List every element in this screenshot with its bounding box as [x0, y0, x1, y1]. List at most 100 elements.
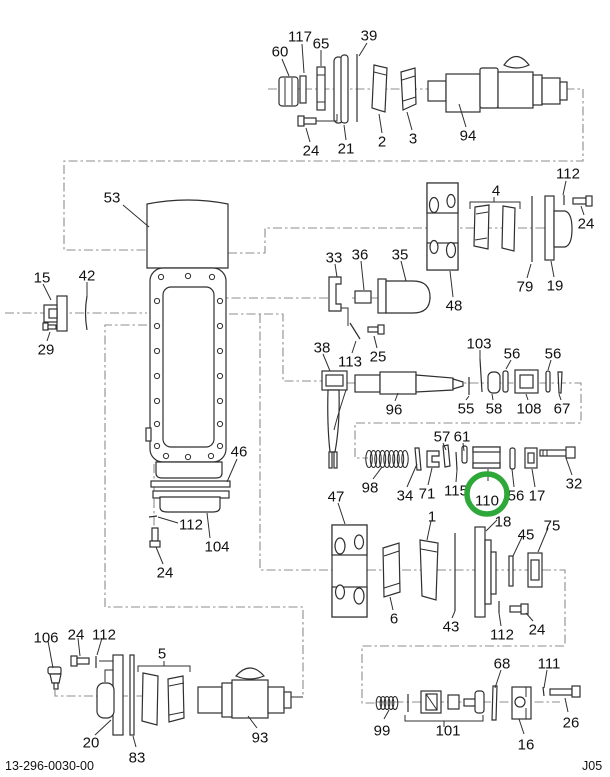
callout-113: 113: [338, 354, 362, 371]
part-5-bearing-cup: [141, 672, 159, 726]
part-75-bushing: [527, 552, 543, 588]
leader-55: [465, 395, 470, 401]
leader-99: [383, 709, 390, 720]
housing-window: [162, 286, 215, 448]
part-68-blade: [491, 685, 498, 721]
part-20-cover: [96, 654, 124, 736]
leader-18: [485, 519, 498, 532]
part-67-pin: [557, 371, 563, 394]
callout-6: 6: [390, 611, 398, 628]
callout-46: 46: [231, 444, 248, 461]
callout-45: 45: [518, 527, 535, 544]
part-117-washer: [299, 75, 307, 104]
callout-35: 35: [392, 247, 409, 264]
leader-15: [42, 283, 52, 301]
leader-83: [132, 735, 137, 748]
part-57-strip: [442, 444, 451, 468]
leader-93: [247, 715, 258, 729]
part-56-pin-c: [509, 447, 516, 470]
part-38-lever: [321, 370, 348, 469]
callout-108: 108: [516, 401, 541, 418]
callout-47: 47: [328, 489, 345, 506]
part-104-pan-bowl: [159, 496, 221, 513]
leader-96: [394, 392, 399, 402]
callout-75: 75: [544, 518, 561, 535]
leader-75: [537, 527, 549, 553]
callout-58: 58: [486, 401, 503, 418]
leader-98: [372, 466, 383, 480]
leader-33: [334, 263, 338, 278]
boundary-mid: [259, 314, 332, 571]
part-33-bracket: [328, 276, 342, 312]
bracket-5: [137, 661, 191, 672]
bracket-101: [404, 715, 484, 727]
leader-57: [442, 442, 447, 451]
leader-24: [525, 612, 534, 622]
part-99-spring: [375, 695, 399, 711]
leader-56: [547, 359, 552, 371]
callout-112: 112: [179, 517, 203, 534]
callout-57: 57: [434, 429, 451, 446]
part-83-shim: [129, 654, 135, 736]
callout-24: 24: [303, 143, 320, 160]
leader-45: [512, 536, 523, 557]
callout-115: 115: [444, 483, 468, 500]
leader-2: [378, 113, 383, 134]
callout-3: 3: [409, 131, 417, 148]
assembly-detent: [365, 444, 576, 471]
callout-67: 67: [554, 401, 571, 418]
callout-1: 1: [428, 509, 436, 526]
leader-24: [305, 127, 311, 143]
part-93-shaft: [197, 679, 292, 719]
leader-115: [455, 469, 458, 483]
centerline-network: [5, 88, 584, 704]
part-24-bolt-top: [297, 114, 338, 127]
callout-39: 39: [361, 28, 378, 45]
callout-55: 55: [458, 401, 475, 418]
housing-lower-neck: [155, 461, 223, 479]
part-5-bearing-cone: [167, 675, 185, 723]
part-101-plunger: [463, 690, 485, 714]
leader-112: [157, 516, 179, 524]
leader-29: [46, 331, 51, 342]
part-48-gear: [426, 182, 459, 271]
part-45-strip: [508, 555, 514, 587]
callout-19: 19: [547, 278, 564, 295]
leader-1: [426, 520, 432, 541]
leader-94: [458, 103, 467, 128]
part-19-bearing-cage: [544, 195, 573, 261]
part-36-block: [354, 290, 372, 304]
leader-68: [494, 669, 502, 689]
callout-5: 5: [158, 646, 166, 663]
part-113-pin: [349, 322, 361, 340]
callout-61: 61: [454, 429, 471, 446]
connector-lever: [229, 313, 323, 382]
callout-94: 94: [460, 128, 477, 145]
callout-96: 96: [386, 402, 403, 419]
footer-drawing-number: 13-296-0030-00: [5, 759, 94, 773]
callout-48: 48: [446, 298, 463, 315]
housing-bolt-holes: [153, 272, 224, 461]
boundary-bottom-box: [361, 645, 564, 704]
leader-53: [122, 204, 150, 228]
part-25-bolt: [367, 324, 385, 335]
callout-53: 53: [104, 190, 121, 207]
leader-111: [543, 669, 548, 689]
leader-34: [406, 463, 418, 488]
callout-33: 33: [326, 250, 343, 267]
leader-32: [565, 457, 573, 476]
leader-79: [526, 263, 532, 279]
leader-24: [580, 205, 585, 216]
callout-103: 103: [466, 336, 491, 353]
part-61-pin: [461, 445, 468, 464]
callout-112: 112: [490, 627, 514, 644]
part-42-pin: [84, 295, 88, 331]
leader-16: [518, 718, 525, 735]
leader-19: [550, 260, 555, 278]
callout-16: 16: [518, 737, 535, 754]
leader-46: [226, 458, 238, 483]
leader-112: [498, 612, 502, 627]
callout-29: 29: [38, 342, 55, 359]
